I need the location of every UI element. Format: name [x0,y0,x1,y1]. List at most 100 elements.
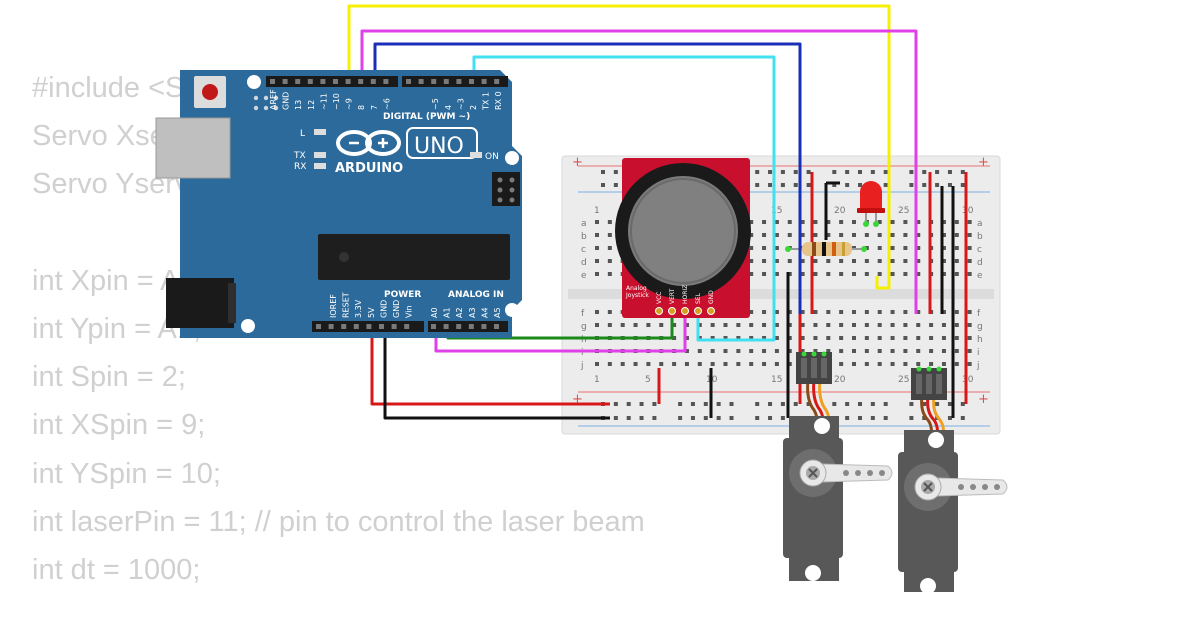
row-letter: b [581,232,587,242]
code-line: int YSpin = 10; [32,457,221,490]
power-label: POWER [384,290,421,300]
row-letter: a [581,219,587,229]
joystick-label: Analog [626,285,647,292]
led-label-tx: TX [293,151,306,161]
code-line: int laserPin = 11; // pin to control the… [32,505,645,538]
row-letter: c [581,245,586,255]
joystick-pin-label: GND [708,290,715,304]
wire-black-gnd [383,324,610,420]
joystick-pin [694,307,702,315]
rail-plus-label: + [572,392,583,407]
arduino-model: UNO [414,134,464,159]
pin-label: TX 1 [482,92,491,111]
code-line: int dt = 1000; [32,553,201,586]
rail-plus-label: + [978,392,989,407]
digital-label: DIGITAL (PWM ~) [383,112,470,122]
pin-label: 4 [444,105,453,110]
led-label-rx: RX [294,162,306,172]
joystick-pin [681,307,689,315]
row-letter: b [977,232,983,242]
row-letter: a [977,219,983,229]
analog-joystick: Analog Joystick VCC VERT HORIZ SEL GND [615,158,751,318]
pin-label: A3 [468,307,477,318]
joystick-pin [707,307,715,315]
row-letter: f [977,309,981,319]
row-letter: g [977,322,983,332]
joystick-label: Joystick [625,292,649,299]
pin-label: ~10 [332,93,341,110]
wire-blue [373,42,802,314]
row-letter: d [977,258,983,268]
led-label-l: L [300,129,305,139]
row-letter: f [581,309,585,319]
code-line: int Spin = 2; [32,361,186,394]
arduino-brand: ARDUINO [335,161,403,176]
row-letter: i [581,348,584,358]
rail-plus-label: + [978,155,989,170]
pin-label: Vin [405,305,414,318]
pin-label: 12 [307,100,316,110]
row-letter: i [977,348,980,358]
row-letter: j [580,361,584,371]
row-letter: d [581,258,587,268]
pin-label: AREF [269,89,278,110]
pin-label: 2 [469,105,478,110]
pin-label: RX 0 [494,91,503,110]
rail-plus-label: + [572,155,583,170]
red-led [857,181,885,227]
pin-label: GND [282,92,291,110]
analog-label: ANALOG IN [448,290,504,300]
column-number: 20 [834,375,846,385]
row-letter: g [581,322,587,332]
arduino-uno: ARDUINO UNO DIGITAL (PWM ~) POWER ANALOG… [155,70,522,338]
pin-label: GND [392,300,401,318]
servo-y [898,366,1008,594]
pin-label: ~6 [382,98,391,110]
pin-label: A0 [430,307,439,318]
row-letter: e [977,271,983,281]
column-number: 30 [962,206,974,216]
column-number: 30 [962,375,974,385]
joystick-pin-label: HORIZ [682,285,689,304]
wire-cyan [472,55,776,342]
row-letter: j [976,361,980,371]
pin-label: 3.3V [354,299,363,318]
joystick-pin [668,307,676,315]
code-line: int XSpin = 9; [32,409,206,442]
row-letter: h [581,335,587,345]
pin-label: ~11 [319,93,328,110]
pin-label: A5 [493,307,502,318]
column-number: 1 [594,375,600,385]
pin-label: 7 [370,105,379,110]
column-number: 5 [645,375,651,385]
column-number: 1 [594,206,600,216]
joystick-pin-label: VERT [669,288,676,304]
wire-red-5v [370,324,610,406]
row-letter: h [977,335,983,345]
wire-magenta-top [360,29,918,314]
pin-label: A4 [480,307,489,318]
joystick-pin [655,307,663,315]
row-letter: c [977,245,982,255]
resistor [785,242,867,256]
pin-label: RESET [342,292,351,318]
breadboard-jumpers [657,172,968,418]
pin-label: 13 [294,100,303,110]
column-number: 15 [771,375,782,385]
column-number: 25 [898,206,909,216]
row-letter: e [581,271,587,281]
joystick-pin-label: VCC [656,292,663,304]
pin-label: A2 [455,307,464,318]
joystick-pin-label: SEL [695,292,702,304]
wire-yellow [347,4,891,290]
pin-label: A1 [443,307,452,318]
column-number: 25 [898,375,909,385]
column-number: 20 [834,206,846,216]
pin-label: ~5 [431,98,440,110]
pin-label: ~3 [456,98,465,110]
servo-x [783,351,893,581]
pin-label: 8 [357,105,366,110]
on-label: ON [485,152,499,162]
pin-label: IOREF [329,294,338,318]
